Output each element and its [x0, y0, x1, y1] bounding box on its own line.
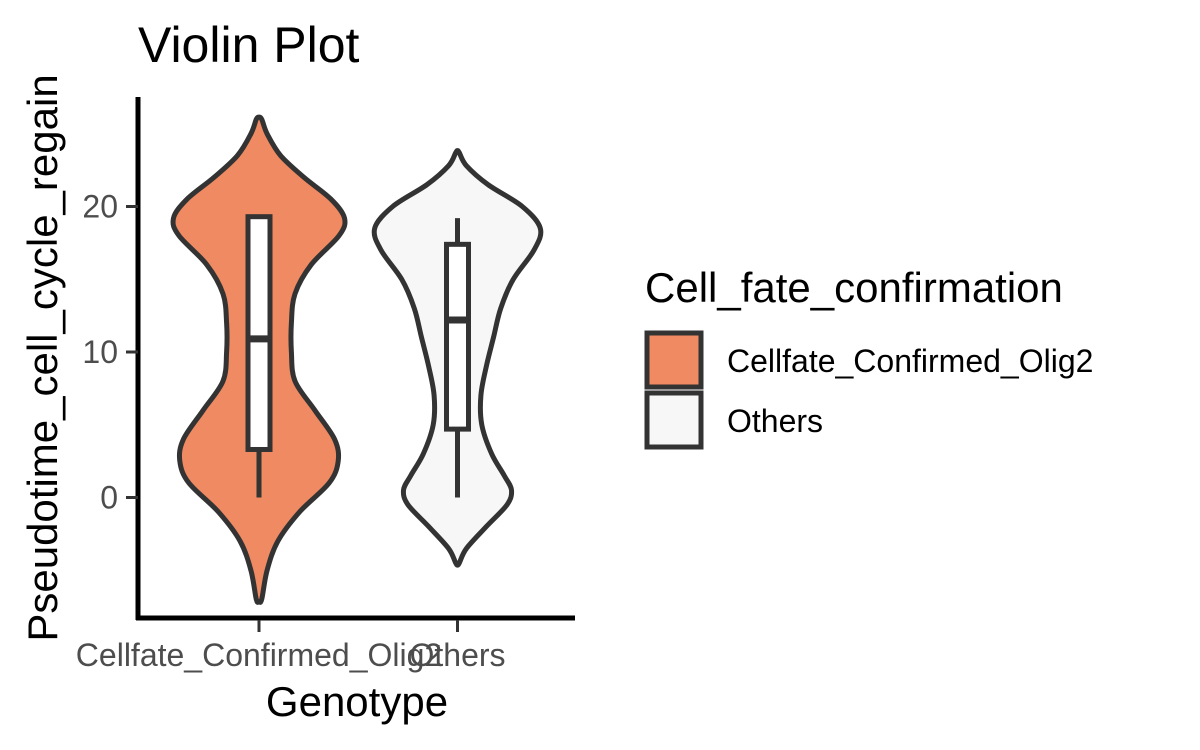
- y-axis-ticks: 0 10 20: [82, 189, 138, 516]
- violin-group: [170, 114, 348, 605]
- x-tick-label: Others: [409, 637, 505, 673]
- y-axis-title: Pseudotime_cell_cycle_regain: [19, 74, 66, 641]
- x-axis-title: Genotype: [266, 678, 448, 725]
- legend-title: Cell_fate_confirmation: [645, 264, 1063, 311]
- legend: Cell_fate_confirmation Cellfate_Confirme…: [644, 264, 1093, 450]
- box: [245, 214, 273, 452]
- y-tick-label: 0: [100, 480, 118, 516]
- legend-swatch: [644, 330, 704, 390]
- y-tick-label: 20: [82, 189, 118, 225]
- y-tick-label: 10: [82, 334, 118, 370]
- box: [444, 241, 471, 432]
- legend-entry-label: Cellfate_Confirmed_Olig2: [727, 343, 1093, 379]
- violin-group: [371, 148, 544, 568]
- plot-area: [170, 114, 544, 605]
- chart-title: Violin Plot: [138, 17, 360, 73]
- x-tick-label: Cellfate_Confirmed_Olig2: [76, 637, 442, 673]
- legend-swatch: [644, 390, 704, 450]
- legend-entry-label: Others: [727, 403, 823, 439]
